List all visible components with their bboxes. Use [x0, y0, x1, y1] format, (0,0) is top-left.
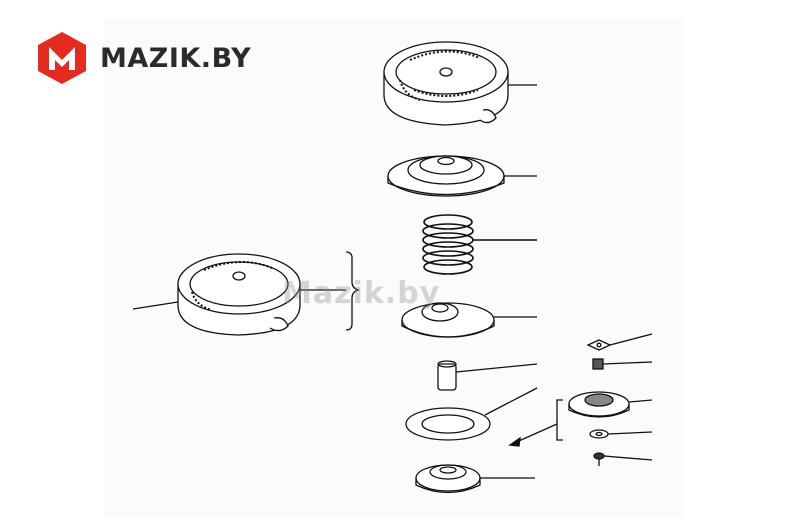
brand-name: MAZIK.BY	[100, 42, 252, 74]
cap-large-right	[383, 41, 537, 126]
brand-logo[interactable]: MAZIK.BY	[34, 30, 251, 86]
small-ring	[589, 429, 653, 439]
logo-icon	[38, 32, 86, 84]
cap-large-left	[132, 253, 301, 336]
small-washer	[586, 333, 653, 351]
pin	[437, 360, 538, 391]
small-valve-seat	[568, 391, 653, 418]
valve-base	[415, 464, 535, 494]
small-screw	[593, 452, 653, 466]
coil-spring	[422, 214, 537, 275]
small-spring	[592, 358, 653, 370]
gasket-ring	[405, 387, 538, 441]
spring-seat-lower	[401, 302, 537, 338]
spring-seat-upper	[387, 155, 537, 197]
